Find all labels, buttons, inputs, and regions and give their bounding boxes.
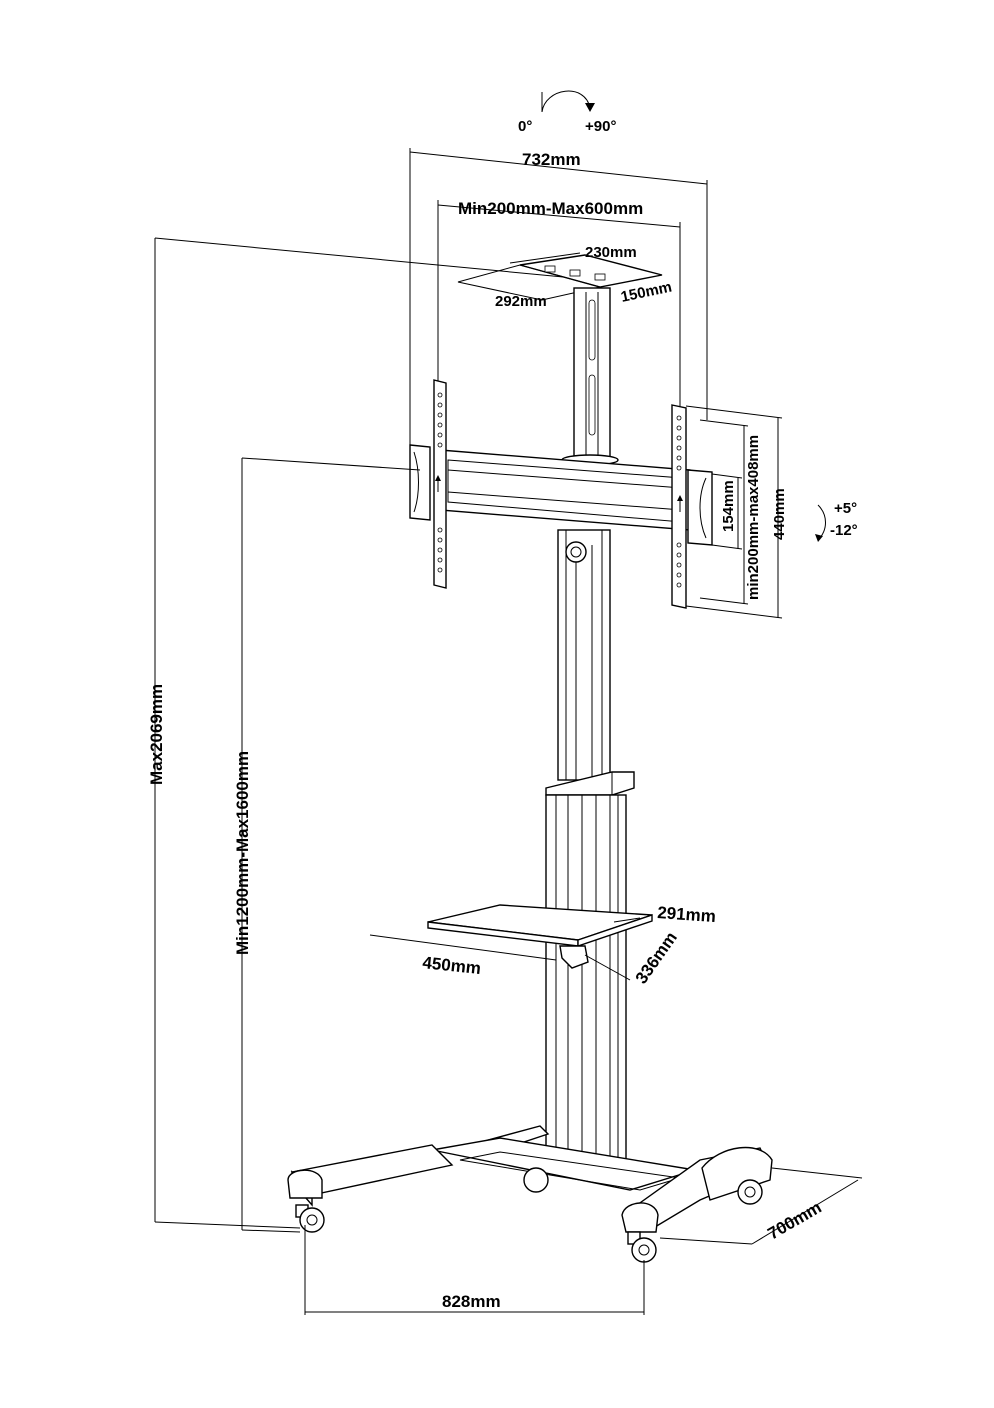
max-height-dimension: Max2069mm bbox=[147, 238, 301, 1229]
top-plate-height-label: 150mm bbox=[619, 279, 673, 306]
base-depth-label: 700mm bbox=[765, 1198, 825, 1244]
overall-width-dimension: 732mm bbox=[409, 148, 708, 450]
mount-height-label: Min1200mm-Max1600mm bbox=[233, 751, 252, 955]
tilt-up-label: +5° bbox=[834, 500, 857, 517]
top-plate-width-label: 292mm bbox=[495, 293, 547, 310]
right-bracket bbox=[671, 404, 713, 609]
tilt-indicator: +5° -12° bbox=[815, 500, 858, 542]
overall-width-label: 732mm bbox=[522, 150, 581, 169]
upper-column bbox=[561, 287, 619, 466]
rotation-indicator: 0° +90° bbox=[518, 90, 616, 135]
base bbox=[287, 1125, 773, 1233]
bracket-dimensions: 154mm min200mm-max408mm 440mm bbox=[685, 405, 788, 619]
casters bbox=[295, 1167, 763, 1263]
top-plate-depth-label: 230mm bbox=[585, 244, 637, 261]
shelf: 291mm 450mm 336mm bbox=[369, 903, 717, 987]
base-width-dimension: 828mm bbox=[304, 1225, 645, 1315]
rotation-end-label: +90° bbox=[585, 118, 616, 135]
rotation-start-label: 0° bbox=[518, 118, 532, 135]
mount-height-dimension: Min1200mm-Max1600mm bbox=[233, 457, 421, 1233]
shelf-side-label: 336mm bbox=[632, 928, 681, 987]
vesa-width-dimension: Min200mm-Max600mm bbox=[437, 199, 681, 410]
max-height-label: Max2069mm bbox=[147, 684, 166, 785]
vesa-height-label: min200mm-max408mm bbox=[745, 435, 762, 600]
crossbar bbox=[439, 449, 691, 531]
bracket-height-label: 440mm bbox=[771, 488, 788, 540]
main-column bbox=[545, 529, 635, 1166]
shelf-depth-label: 291mm bbox=[657, 903, 717, 926]
top-plate: 230mm 292mm 150mm bbox=[154, 237, 673, 310]
shelf-width-label: 450mm bbox=[422, 953, 482, 978]
tilt-down-label: -12° bbox=[830, 522, 858, 539]
base-width-label: 828mm bbox=[442, 1292, 501, 1311]
left-bracket bbox=[409, 379, 447, 589]
vesa-width-label: Min200mm-Max600mm bbox=[458, 199, 643, 218]
bracket-small-label: 154mm bbox=[720, 480, 737, 532]
